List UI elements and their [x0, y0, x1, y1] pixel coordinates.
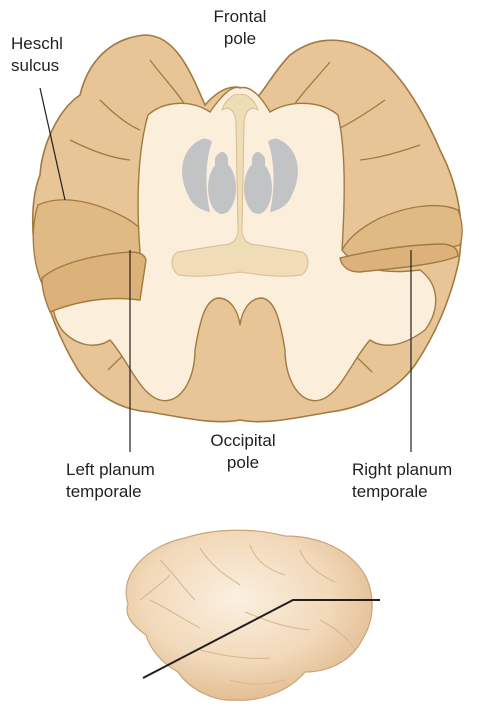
left-planum-temporale-line-2: temporale — [66, 481, 155, 503]
frontal-pole-line-2: pole — [205, 28, 275, 50]
heschl-sulcus-line-2: sulcus — [11, 55, 63, 77]
occipital-pole-line-2: pole — [198, 452, 288, 474]
lateral-brain-outline — [126, 530, 372, 700]
right-planum-temporale-line-1: Right planum — [352, 459, 452, 481]
left-planum-temporale-label: Left planum temporale — [66, 459, 155, 503]
heschl-sulcus-label: Heschl sulcus — [11, 33, 63, 77]
left-planum-temporale-line-1: Left planum — [66, 459, 155, 481]
frontal-pole-label: Frontal pole — [205, 6, 275, 50]
frontal-pole-line-1: Frontal — [205, 6, 275, 28]
right-planum-temporale-label: Right planum temporale — [352, 459, 452, 503]
lateral-brain-view — [126, 530, 380, 700]
occipital-pole-label: Occipital pole — [198, 430, 288, 474]
occipital-pole-line-1: Occipital — [198, 430, 288, 452]
right-planum-temporale-line-2: temporale — [352, 481, 452, 503]
heschl-sulcus-line-1: Heschl — [11, 33, 63, 55]
